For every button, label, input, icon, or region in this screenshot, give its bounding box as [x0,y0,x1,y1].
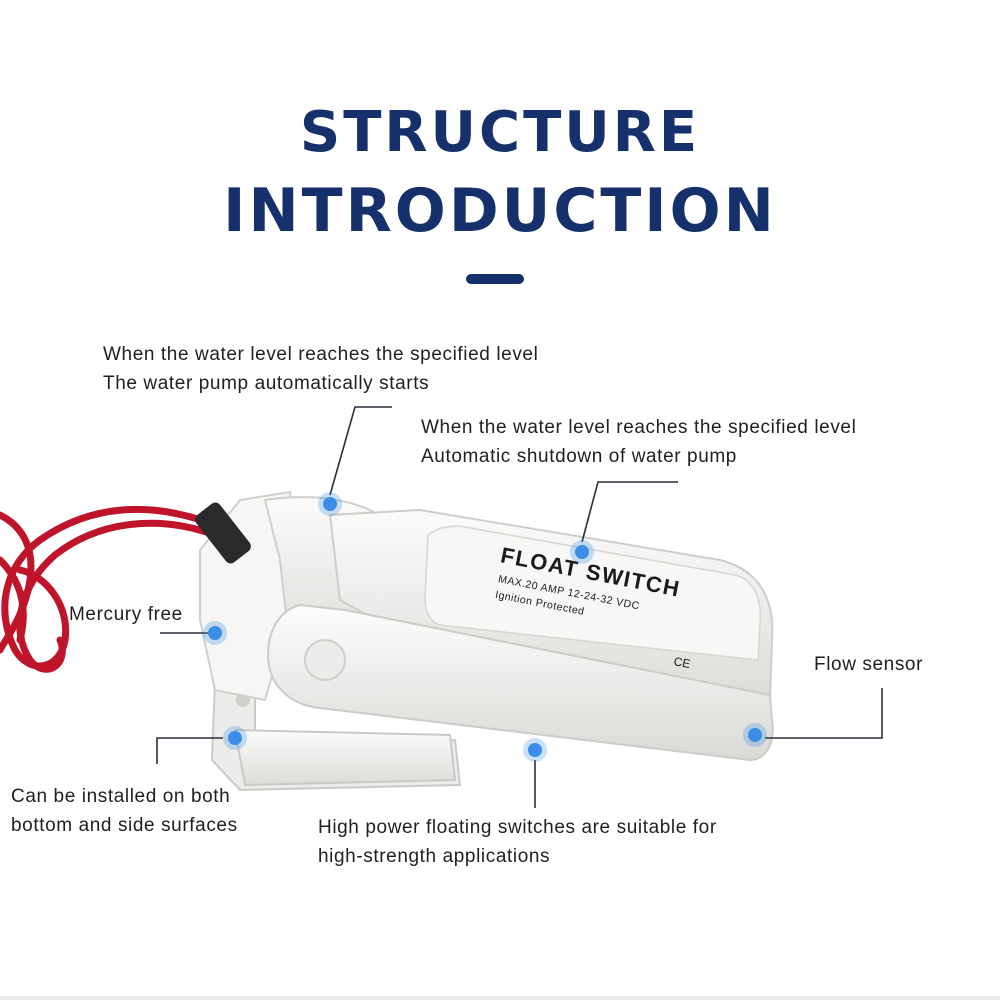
annotation-flow-sensor: Flow sensor [814,654,924,675]
title-underline [466,274,524,284]
ce-mark: CE [673,654,692,671]
leader-line-flow-sensor [765,688,883,739]
page-title-line-1: STRUCTURE [299,100,701,165]
callout-dot-pump-stop [575,545,589,559]
leader-line-install [156,737,223,764]
base-mount [210,673,462,792]
annotation-install-line1: Can be installed on both [11,786,231,807]
bottom-divider [0,996,1000,1000]
annotation-install: Can be installed on both bottom and side… [11,782,238,840]
leader-line-pump-start [329,406,392,496]
annotation-install-line2: bottom and side surfaces [11,815,238,836]
annotation-pump-stop-line2: Automatic shutdown of water pump [421,446,737,467]
callout-dot-pump-start [323,497,337,511]
leader-line-pump-stop [581,481,678,543]
wire-grommet [195,502,251,564]
annotation-pump-start-line2: The water pump automatically starts [103,373,430,394]
annotation-pump-stop: When the water level reaches the specifi… [421,413,856,471]
callout-dot-high-power [528,743,542,757]
float-body [328,508,774,702]
annotation-pump-start: When the water level reaches the specifi… [103,340,538,398]
annotation-mercury-free: Mercury free [69,604,183,625]
callout-dot-install [228,731,242,745]
annotation-pump-start-line1: When the water level reaches the specifi… [103,344,539,365]
page-title-line-2: INTRODUCTION [223,176,777,246]
red-wires [0,505,219,673]
float-arm [266,603,774,762]
leader-lines [156,406,883,808]
callout-dot-flow-sensor [748,728,762,742]
callout-dot-mercury-free [208,626,222,640]
annotation-high-power-line1: High power floating switches are suitabl… [318,817,717,838]
annotation-high-power-line2: high-strength applications [318,846,551,867]
annotation-high-power: High power floating switches are suitabl… [318,813,717,871]
annotation-pump-stop-line1: When the water level reaches the specifi… [421,417,857,438]
